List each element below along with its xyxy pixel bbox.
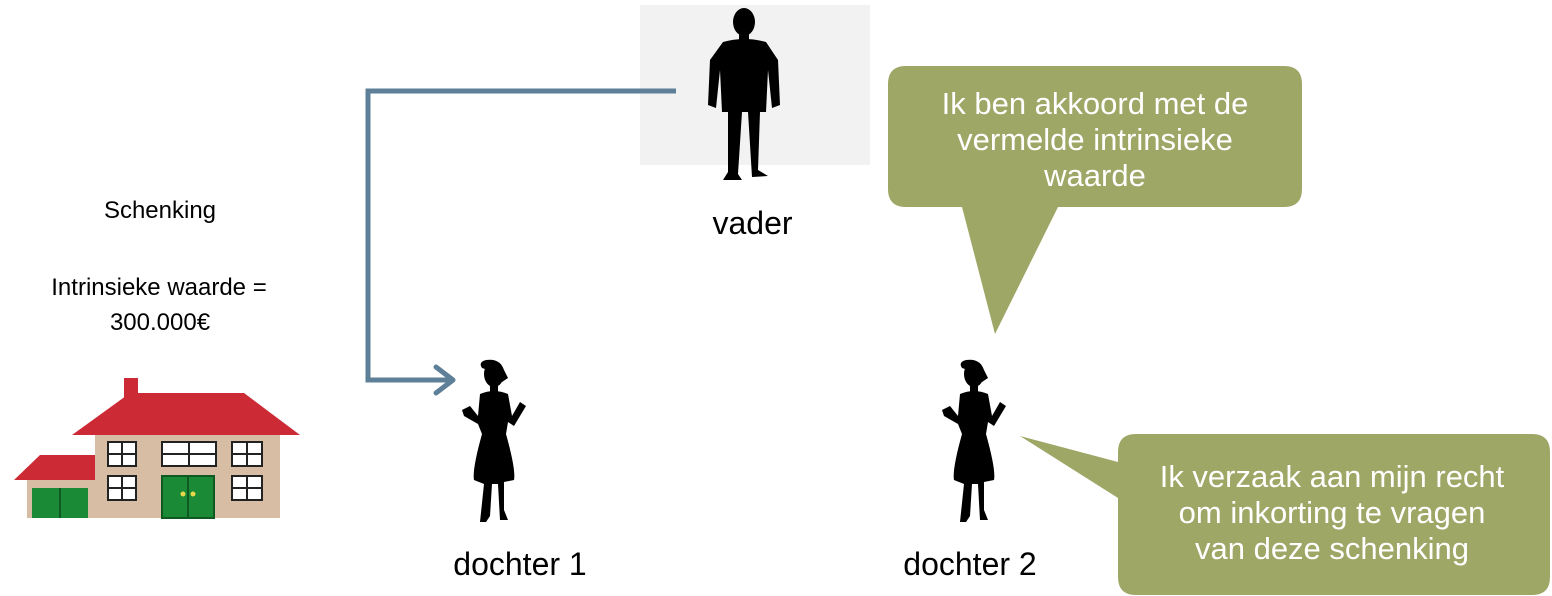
father-label: vader [712,205,793,241]
bubble-waive-line: Ik verzaak aan mijn recht [1159,459,1505,494]
speech-bubble-agree-text: Ik ben akkoord met de vermelde intrinsie… [890,86,1300,194]
speech-bubble-agree [888,66,1302,334]
gift-connector-arrow [365,88,676,396]
man-silhouette-icon [708,8,780,180]
gift-value-label: Intrinsieke waarde = [51,274,267,301]
gift-value-amount: 300.000€ [109,309,211,336]
house-icon [14,378,300,519]
bubble-waive-line: om inkorting te vragen [1178,495,1486,530]
gift-title: Schenking [103,197,217,224]
woman-silhouette-icon [462,359,526,522]
daughter-2-label: dochter 2 [903,546,1037,582]
speech-bubble-waive-text: Ik verzaak aan mijn recht om inkorting t… [1118,459,1546,567]
woman-silhouette-icon [942,359,1006,522]
daughter-1-label: dochter 1 [453,546,587,582]
speech-bubble-waive [1020,434,1550,595]
bubble-waive-line: van deze schenking [1194,531,1470,566]
bubble-agree-line: waarde [1044,158,1146,193]
bubble-agree-line: vermelde intrinsieke [957,122,1233,157]
bubble-agree-line: Ik ben akkoord met de [941,86,1249,121]
